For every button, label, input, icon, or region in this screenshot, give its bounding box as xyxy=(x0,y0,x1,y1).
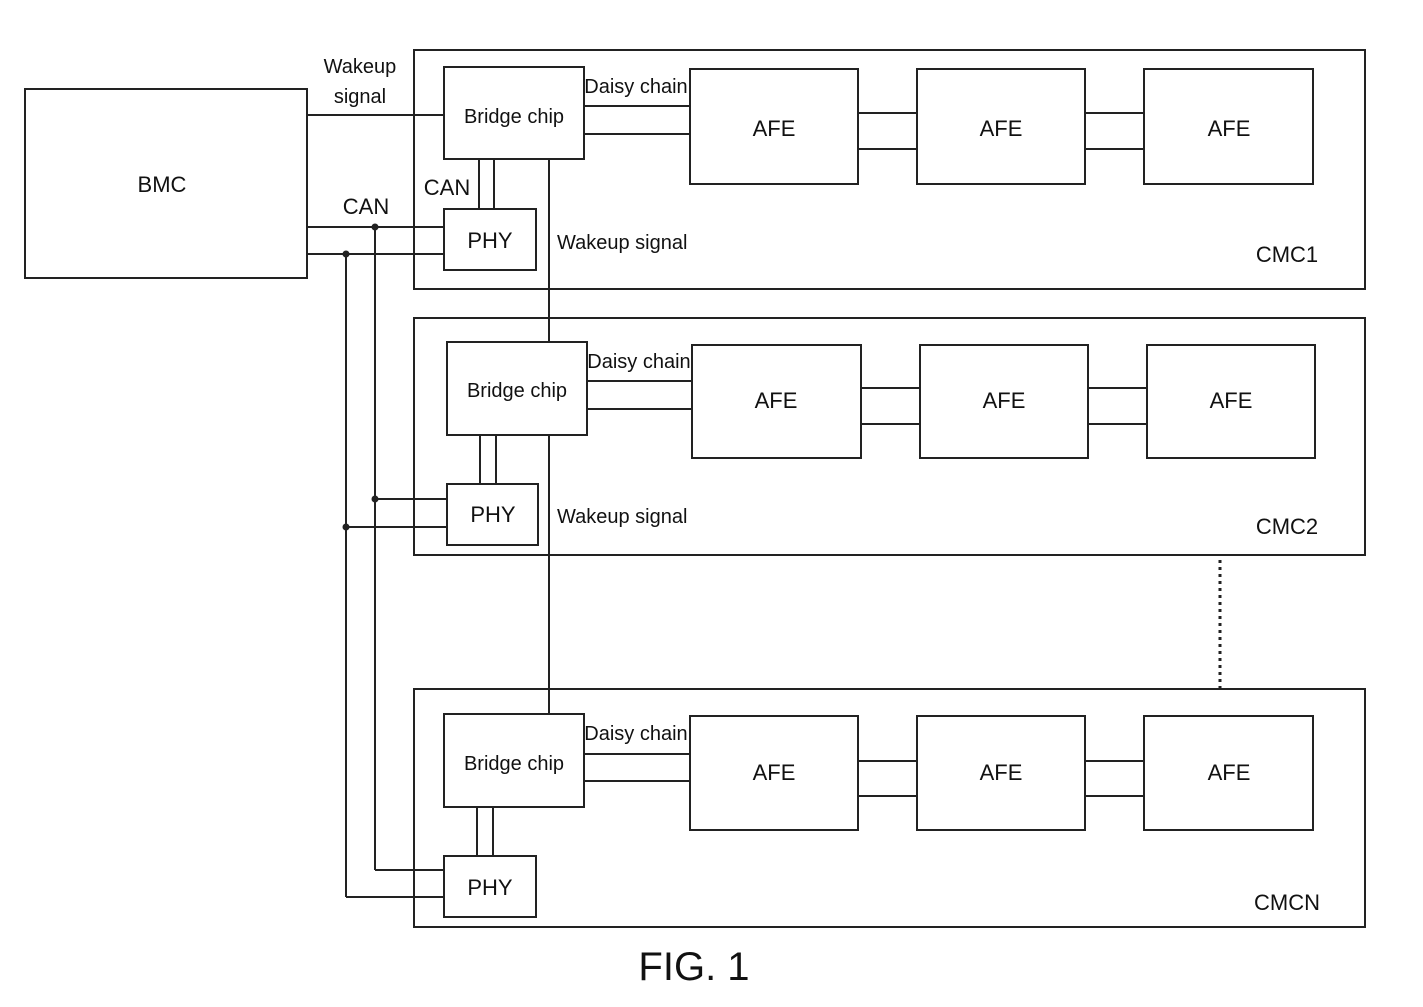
cmc1-afe-2-label: AFE xyxy=(980,116,1023,141)
wakeup-top-label-line2: signal xyxy=(334,86,386,108)
cmc1-phy-label: PHY xyxy=(467,228,513,253)
cmc2-name: CMC2 xyxy=(1256,514,1318,539)
cmc2-afe-1-label: AFE xyxy=(755,388,798,413)
figure-caption: FIG. 1 xyxy=(638,945,749,989)
can-bus-label: CAN xyxy=(343,194,389,219)
cmcn-daisy-label: Daisy chain xyxy=(584,723,687,745)
cmc2-afe-2-label: AFE xyxy=(983,388,1026,413)
can-bus-junctions xyxy=(343,224,379,531)
cmc2-afe-3-label: AFE xyxy=(1210,388,1253,413)
cmc1-bridge-label: Bridge chip xyxy=(464,106,564,128)
cmc1-afe-3-label: AFE xyxy=(1208,116,1251,141)
bmc-label: BMC xyxy=(138,172,187,197)
cmc2-bridge-label: Bridge chip xyxy=(467,380,567,402)
cmc2-daisy-label: Daisy chain xyxy=(587,351,690,373)
cmc1-wakeup-label: Wakeup signal xyxy=(557,232,687,254)
cmc2-phy-label: PHY xyxy=(470,502,516,527)
cmc1-afe-1-label: AFE xyxy=(753,116,796,141)
cmc1-name: CMC1 xyxy=(1256,242,1318,267)
cmcn-bridge-label: Bridge chip xyxy=(464,753,564,775)
cmc1-daisy-label: Daisy chain xyxy=(584,76,687,98)
cmcn-afe-3-label: AFE xyxy=(1208,760,1251,785)
cmc1-can-label: CAN xyxy=(424,175,470,200)
cmcn-afe-2-label: AFE xyxy=(980,760,1023,785)
cmc2-wakeup-label: Wakeup signal xyxy=(557,506,687,528)
cmcn-phy-label: PHY xyxy=(467,875,513,900)
cmcn-name: CMCN xyxy=(1254,890,1320,915)
wakeup-top-label-line1: Wakeup xyxy=(324,56,397,78)
cmcn-afe-1-label: AFE xyxy=(753,760,796,785)
